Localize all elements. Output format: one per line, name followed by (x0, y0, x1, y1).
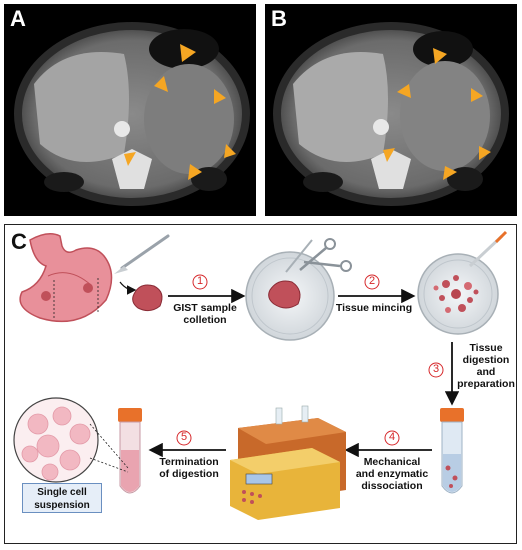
step-4-number: 4 (388, 431, 396, 443)
arrowhead-marker (433, 48, 447, 64)
arrowhead-marker (180, 44, 196, 62)
arrowhead-marker (188, 164, 202, 180)
liver (34, 52, 129, 162)
aorta (373, 119, 389, 135)
single-cell-suspension-label: Single cell suspension (22, 483, 102, 513)
petri-dish-1 (245, 251, 335, 341)
arrowhead-marker (214, 89, 226, 104)
step-5-number: 5 (180, 431, 188, 443)
dissociation-device (230, 405, 346, 520)
step-1-number: 1 (196, 275, 204, 287)
step-3-label: Tissue digestion and preparation (457, 342, 515, 390)
arrowhead-marker (224, 144, 236, 158)
arrowhead-marker (443, 166, 457, 180)
liver (293, 52, 388, 162)
stomach-illustration (19, 233, 113, 323)
step-4-label: Mechanical and enzymatic dissociation (355, 456, 429, 492)
tissue-sample-icon (132, 284, 163, 312)
arrowhead-marker (154, 76, 168, 92)
petri-dish-2 (417, 253, 499, 335)
step-5-label: Termination of digestion (159, 456, 219, 480)
tumor-mass (400, 61, 490, 171)
step-1-circle (192, 274, 208, 290)
scissors-icon (285, 238, 352, 273)
step-4-circle (384, 430, 400, 446)
panel-label-c: C (11, 229, 27, 254)
step-2-circle (364, 274, 380, 290)
vertebra (371, 149, 411, 189)
ct-image-a (14, 22, 250, 206)
vertebra (112, 149, 152, 189)
aorta (114, 121, 130, 137)
step-2-label: Tissue mincing (335, 302, 413, 314)
step-3-number: 3 (432, 363, 440, 375)
ct-scan-panel-b: B (265, 4, 517, 216)
cell-suspension-magnified (13, 397, 129, 483)
scalpel-icon (114, 234, 170, 274)
arrowhead-marker (383, 148, 395, 162)
step-1-label: GIST sample colletion (173, 302, 237, 326)
stomach-gas (413, 31, 473, 67)
step-5-circle (176, 430, 192, 446)
step-2-number: 2 (368, 275, 376, 287)
panel-label-a: A (10, 6, 26, 31)
step-3-circle (428, 362, 444, 378)
arrowhead-marker (397, 84, 411, 98)
tumor-mass (144, 64, 234, 174)
arrowhead-marker (471, 88, 483, 102)
panel-label-b: B (271, 6, 287, 31)
centrifuge-tube-2 (118, 408, 142, 494)
ct-image-b (273, 22, 509, 206)
arrowhead-marker (124, 152, 136, 166)
centrifuge-tube-1 (440, 408, 464, 494)
ct-scan-panel-a: A (4, 4, 256, 216)
arrowhead-marker (479, 146, 491, 160)
